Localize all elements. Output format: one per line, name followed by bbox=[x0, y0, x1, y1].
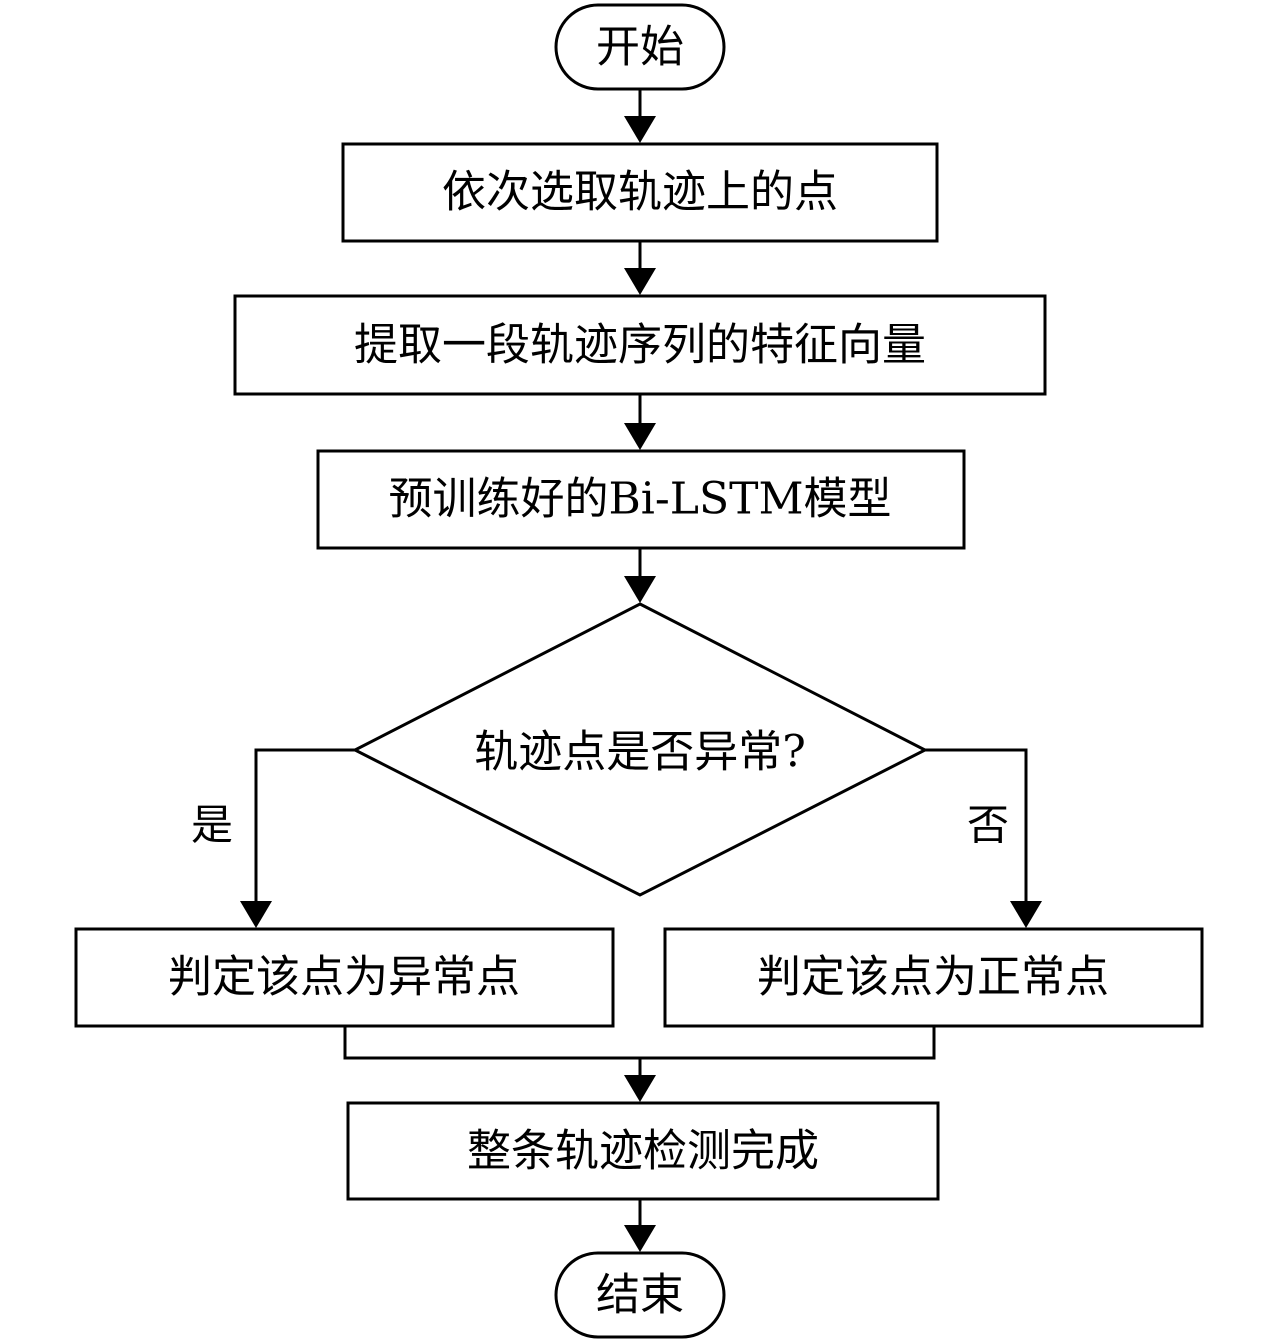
arrow-step1-to-step2 bbox=[624, 241, 656, 295]
decision-node: 轨迹点是否异常? bbox=[351, 602, 929, 897]
result-normal: 判定该点为正常点 bbox=[663, 927, 1204, 1028]
arrowhead-icon bbox=[624, 423, 656, 450]
decision-question: 轨迹点是否异常? bbox=[474, 727, 806, 778]
arrow-final-to-end bbox=[624, 1199, 656, 1252]
step-label: 预训练好的Bi-LSTM模型 bbox=[388, 474, 891, 525]
arrowhead-icon bbox=[624, 1075, 656, 1102]
arrow-start-to-step1 bbox=[624, 89, 656, 143]
step-select-points: 依次选取轨迹上的点 bbox=[341, 142, 939, 243]
arrowhead-icon bbox=[624, 576, 656, 603]
start-label: 开始 bbox=[596, 22, 684, 73]
end-node: 结束 bbox=[554, 1251, 726, 1339]
step-detection-complete: 整条轨迹检测完成 bbox=[346, 1101, 940, 1201]
result-abnormal: 判定该点为异常点 bbox=[74, 927, 615, 1028]
result-normal-label: 判定该点为正常点 bbox=[757, 952, 1109, 1003]
yes-branch: 是 bbox=[191, 748, 355, 928]
process-box bbox=[74, 927, 615, 1028]
process-box bbox=[316, 449, 966, 550]
end-terminal-shape bbox=[554, 1251, 726, 1339]
merge-connector bbox=[343, 1026, 936, 1102]
arrowhead-icon bbox=[240, 901, 272, 928]
end-label: 结束 bbox=[596, 1270, 684, 1321]
step-extract-features: 提取一段轨迹序列的特征向量 bbox=[233, 294, 1047, 396]
arrow-step2-to-step3 bbox=[624, 394, 656, 450]
merge-line bbox=[343, 1026, 936, 1060]
arrowhead-icon bbox=[624, 268, 656, 295]
step-label: 依次选取轨迹上的点 bbox=[442, 167, 838, 218]
decision-diamond bbox=[351, 602, 929, 897]
start-node: 开始 bbox=[554, 3, 726, 91]
arrowhead-icon bbox=[624, 1225, 656, 1252]
no-branch: 否 bbox=[925, 748, 1042, 928]
step-label: 整条轨迹检测完成 bbox=[467, 1126, 819, 1177]
step-label: 提取一段轨迹序列的特征向量 bbox=[354, 320, 926, 371]
step-bilstm-model: 预训练好的Bi-LSTM模型 bbox=[316, 449, 966, 550]
result-abnormal-label: 判定该点为异常点 bbox=[168, 952, 520, 1003]
process-box bbox=[341, 142, 939, 243]
yes-label: 是 bbox=[191, 801, 233, 850]
connector-line bbox=[925, 748, 1028, 905]
process-box bbox=[663, 927, 1204, 1028]
arrow-step3-to-decision bbox=[624, 548, 656, 603]
arrowhead-icon bbox=[624, 116, 656, 143]
arrowhead-icon bbox=[1010, 901, 1042, 928]
no-label: 否 bbox=[967, 801, 1009, 850]
process-box bbox=[346, 1101, 940, 1201]
connector-line bbox=[254, 748, 355, 905]
